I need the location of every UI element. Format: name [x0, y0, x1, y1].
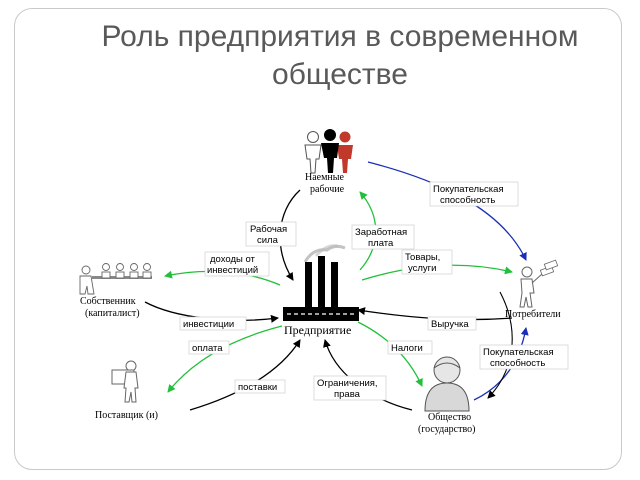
supplier-label: Поставщик (и)	[95, 410, 158, 421]
label-restrictions-line-2: права	[334, 389, 361, 400]
arrow-purchasing-power-bottom	[473, 327, 529, 401]
label-taxes-text: Налоги	[391, 343, 423, 354]
society-person-icon	[424, 356, 470, 412]
label-pp-bottom-line-2: способность	[490, 358, 545, 369]
label-investments: инвестиции	[179, 316, 247, 331]
label-goods: Товары, услуги	[401, 249, 453, 275]
consumer-figure-icon	[519, 259, 559, 308]
label-revenue-text: Выручка	[431, 319, 469, 330]
label-investment-income: доходы от инвестиций	[204, 251, 270, 277]
label-goods-line-1: Товары,	[405, 252, 440, 263]
owners-label-line-1: Собственник	[80, 296, 136, 307]
label-wages-line-1: Заработная	[355, 227, 407, 238]
label-inv-income-line-2: инвестиций	[207, 265, 258, 276]
label-inv-income-line-1: доходы от	[210, 254, 256, 265]
label-purchasing-power-bottom: Покупательская способность	[479, 344, 569, 370]
label-goods-line-2: услуги	[408, 263, 436, 274]
title-line-2: обществе	[272, 58, 408, 91]
label-labor-line-1: Рабочая	[250, 224, 287, 235]
society-label-line-2: (государство)	[418, 424, 475, 435]
label-payment-text: оплата	[192, 343, 223, 354]
consumers-label: Потребители	[505, 309, 561, 320]
slide-title: Роль предприятия в современном обществе	[40, 18, 640, 94]
label-pp-top-line-2: способность	[440, 195, 495, 206]
supplier-figure-icon	[111, 360, 139, 403]
label-pp-top-line-1: Покупательская	[433, 184, 504, 195]
label-restrictions: Ограничения, права	[313, 375, 387, 401]
owners-label-line-2: (капиталист)	[85, 308, 140, 319]
factory-icon	[283, 244, 359, 321]
enterprise-label: Предприятие	[284, 323, 351, 337]
label-payment: оплата	[188, 340, 230, 355]
label-investments-text: инвестиции	[183, 319, 234, 330]
label-supplies: поставки	[234, 379, 286, 394]
label-revenue: Выручка	[427, 316, 477, 331]
workers-group-icon	[304, 129, 353, 174]
title-line-1: Роль предприятия в современном	[101, 20, 579, 53]
label-wages: Заработная плата	[351, 224, 415, 250]
label-labor-line-2: сила	[257, 235, 279, 246]
society-label-line-1: Общество	[428, 412, 471, 423]
label-labor: Рабочая сила	[245, 221, 297, 247]
label-supplies-text: поставки	[238, 382, 277, 393]
label-restrictions-line-1: Ограничения,	[317, 378, 378, 389]
label-taxes: Налоги	[387, 340, 433, 355]
label-pp-bottom-line-1: Покупательская	[483, 347, 554, 358]
label-wages-line-2: плата	[368, 238, 394, 249]
label-purchasing-power-top: Покупательская способность	[429, 181, 519, 207]
owners-group-icon	[79, 263, 152, 295]
workers-label-line-1: Наемные	[305, 172, 344, 183]
workers-label-line-2: рабочие	[310, 184, 345, 195]
